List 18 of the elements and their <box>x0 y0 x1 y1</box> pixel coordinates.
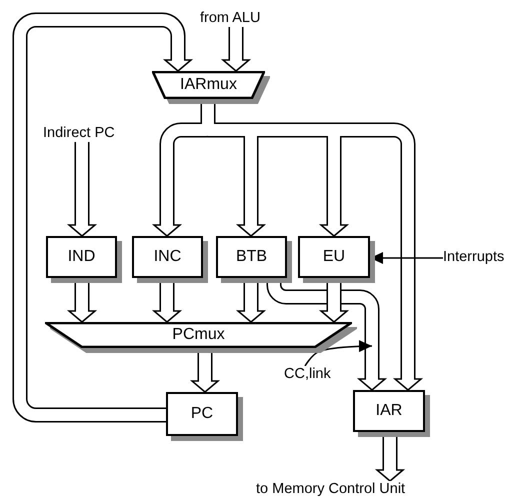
box-label: PC <box>190 405 214 423</box>
signal-label: CC,link <box>284 366 331 383</box>
box-label: IARmux <box>180 76 237 94</box>
arrow <box>304 340 372 366</box>
box-label: PCmux <box>172 326 225 344</box>
bus-arrow <box>191 348 219 393</box>
box-label: INC <box>154 248 182 266</box>
bus-arrow <box>12 12 192 422</box>
bus-arrow <box>68 142 96 237</box>
signal-label: Interrupts <box>443 249 504 266</box>
box-label: IND <box>68 248 96 266</box>
box-label: EU <box>322 248 346 266</box>
signal-label: to Memory Control Unit <box>256 481 406 498</box>
box-label: IAR <box>376 402 402 420</box>
box-label: BTB <box>236 248 268 266</box>
bus-arrow <box>222 27 250 72</box>
multiplexer-trapezoid <box>152 71 265 99</box>
multiplexer-trapezoid <box>45 322 352 348</box>
